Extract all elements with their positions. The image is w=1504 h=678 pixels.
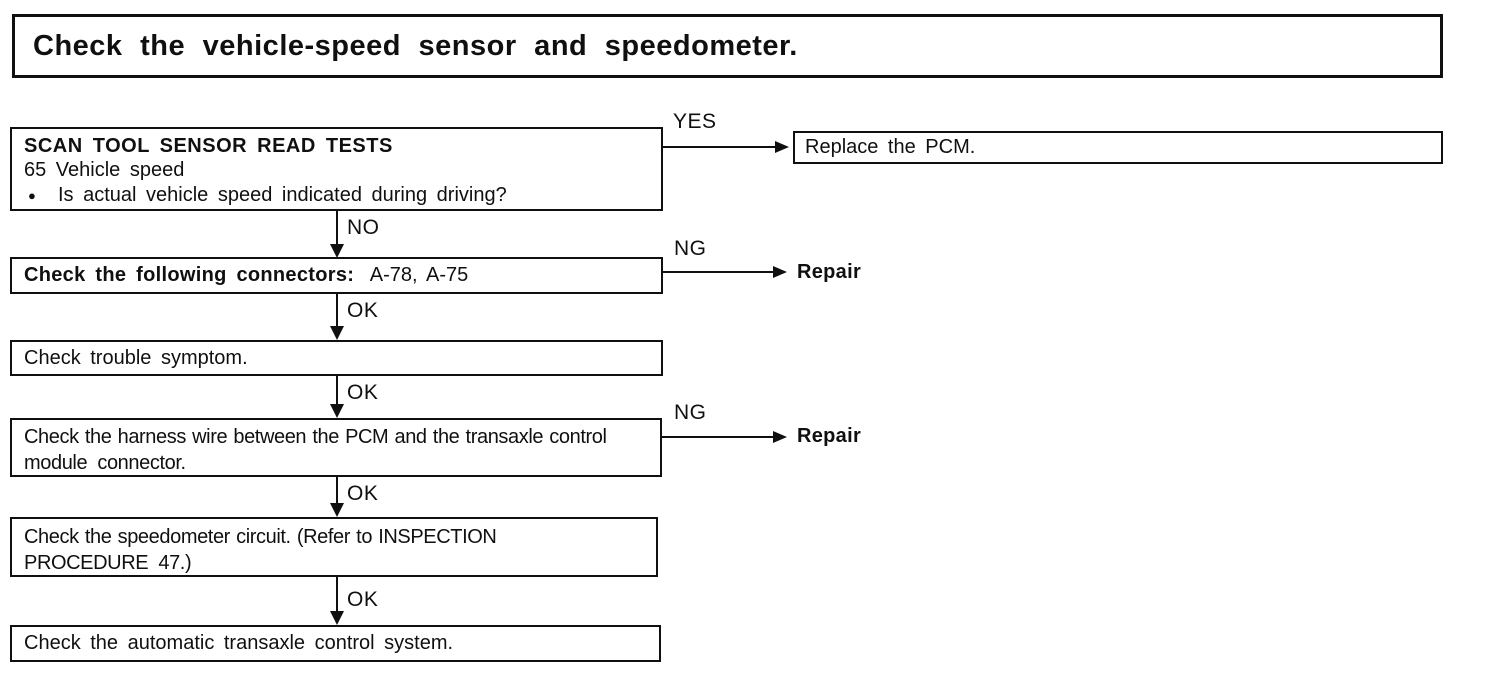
check-speedometer-line1: Check the speedometer circuit. (Refer to… (24, 526, 497, 548)
ng-arrow-line-2 (662, 436, 773, 438)
check-speedometer-line2: PROCEDURE 47.) (24, 552, 192, 574)
ng-arrow-line-1 (663, 271, 773, 273)
check-connectors-value: A-78, A-75 (369, 264, 469, 286)
bullet-icon: ● (28, 188, 36, 203)
yes-arrow-line (663, 146, 775, 148)
ng-label-1: NG (674, 237, 707, 260)
repair-text-2: Repair (797, 425, 862, 447)
check-trouble-symptom-text: Check trouble symptom. (24, 347, 248, 369)
check-connectors-box: Check the following connectors: A-78, A-… (10, 257, 663, 294)
ok-arrowhead-icon-3 (330, 503, 344, 517)
scan-tool-tests-box: SCAN TOOL SENSOR READ TESTS 65 Vehicle s… (10, 127, 663, 211)
ok-label-2: OK (347, 381, 379, 404)
check-transaxle-box: Check the automatic transaxle control sy… (10, 625, 661, 662)
ok-arrow-line-1 (336, 294, 338, 326)
ok-arrow-line-3 (336, 477, 338, 503)
ok-arrow-line-4 (336, 577, 338, 611)
no-arrow-line (336, 211, 338, 245)
scan-tool-line2: 65 Vehicle speed (24, 159, 185, 181)
check-harness-line2: module connector. (24, 452, 186, 474)
ok-arrow-line-2 (336, 376, 338, 404)
scan-tool-heading: SCAN TOOL SENSOR READ TESTS (24, 135, 393, 157)
scan-tool-question-row: ● Is actual vehicle speed indicated duri… (12, 182, 661, 207)
check-harness-line1: Check the harness wire between the PCM a… (24, 426, 607, 448)
check-connectors-lead: Check the following connectors: (24, 264, 355, 286)
replace-pcm-box: Replace the PCM. (793, 131, 1443, 164)
check-connectors-text: Check the following connectors: A-78, A-… (12, 259, 661, 287)
yes-label: YES (673, 110, 717, 133)
check-transaxle-text: Check the automatic transaxle control sy… (24, 632, 454, 654)
ng-arrowhead-icon-1 (773, 266, 787, 278)
yes-arrowhead-icon (775, 141, 789, 153)
ng-arrowhead-icon-2 (773, 431, 787, 443)
repair-text-1: Repair (797, 261, 862, 283)
no-label: NO (347, 216, 380, 239)
check-harness-box: Check the harness wire between the PCM a… (10, 418, 662, 477)
title-box: Check the vehicle-speed sensor and speed… (12, 14, 1443, 78)
ok-arrowhead-icon-1 (330, 326, 344, 340)
ok-arrowhead-icon-2 (330, 404, 344, 418)
replace-pcm-text: Replace the PCM. (805, 136, 976, 158)
page-title: Check the vehicle-speed sensor and speed… (33, 30, 798, 62)
no-arrowhead-icon (330, 244, 344, 258)
ok-label-1: OK (347, 299, 379, 322)
check-trouble-symptom-box: Check trouble symptom. (10, 340, 663, 376)
ok-arrowhead-icon-4 (330, 611, 344, 625)
ng-label-2: NG (674, 401, 707, 424)
check-speedometer-box: Check the speedometer circuit. (Refer to… (10, 517, 658, 577)
ok-label-3: OK (347, 482, 379, 505)
ok-label-4: OK (347, 588, 379, 611)
scan-tool-question: Is actual vehicle speed indicated during… (58, 184, 507, 206)
